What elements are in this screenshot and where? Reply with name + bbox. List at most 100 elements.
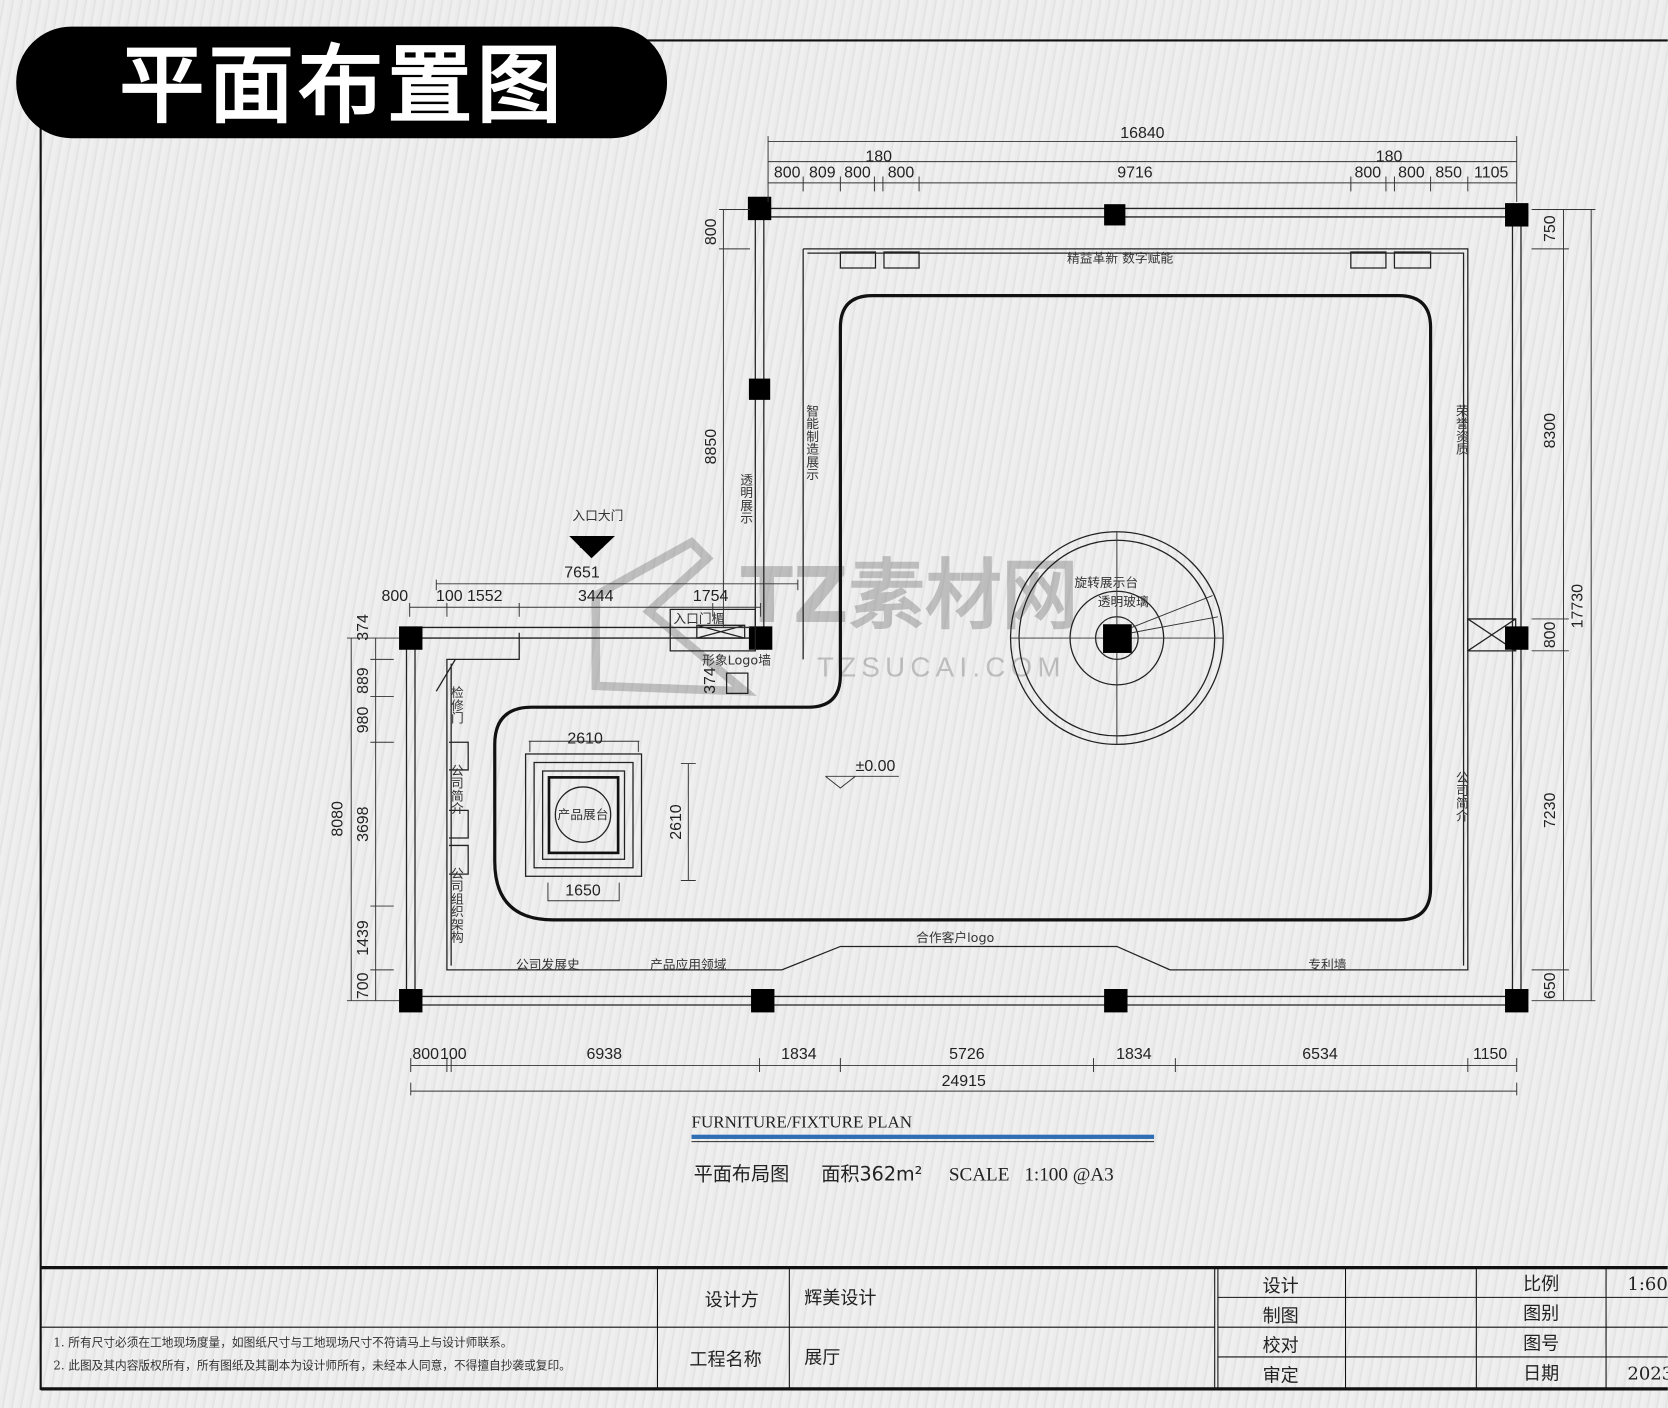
left-dim-texts: 374 889 980 3698 1439 700 8080 (330, 614, 373, 999)
left-dim-lines (346, 637, 400, 1002)
wall-label-intro: 公司简介 (448, 764, 463, 815)
watermark-url: TZSUCAI.COM (817, 651, 1066, 682)
meta-scale-value: 1:60 (1627, 1274, 1668, 1295)
role-drafting: 制图 (1263, 1306, 1299, 1327)
outer-walls (405, 207, 1522, 1006)
dim-entrance-d: 1754 (693, 588, 729, 605)
title-block: 1. 所有尺寸必须在工地现场度量，如图纸尺寸与工地现场尺寸不符请马上与设计师联系… (40, 1266, 1668, 1391)
meta-scale-label: 比例 (1523, 1274, 1559, 1295)
entrance-arrow-icon (569, 535, 615, 559)
dim-stand-width: 2610 (567, 730, 603, 747)
entrance-label: 入口大门 (572, 509, 623, 524)
dim-entrance-c: 3444 (578, 588, 614, 605)
display-walls (435, 248, 1469, 971)
dim-right: 650 (1542, 972, 1559, 999)
top-dim-texts: 800 809 800 800 9716 800 800 850 1105 (774, 165, 1509, 182)
right-dim-texts: 750 8300 800 7230 650 17730 (1542, 215, 1587, 999)
dim-top: 9716 (1117, 165, 1153, 182)
dim-top-small-a: 180 (865, 149, 892, 166)
wall-label-products: 产品应用领域 (650, 957, 727, 973)
bottom-dim-lines (410, 1058, 1518, 1096)
plan-caption-en: FURNITURE/FIXTURE PLAN (691, 1112, 912, 1131)
dim-left: 889 (355, 667, 372, 694)
dim-bottom: 1150 (1473, 1046, 1507, 1063)
watermark: TZ素材网 TZSUCAI.COM (591, 537, 1078, 696)
meta-category-label: 图别 (1523, 1304, 1559, 1325)
dim-top: 850 (1435, 165, 1462, 182)
door-label: 入口门楣 (673, 612, 724, 627)
rotary-stand (1009, 531, 1224, 746)
wall-label-top: 精益革新 数字赋能 (1067, 251, 1173, 267)
wall-label-org: 公司组织架构 (448, 867, 463, 944)
dim-top-small-b: 180 (1376, 149, 1403, 166)
dim-top: 809 (809, 165, 836, 182)
dim-bottom: 800 (412, 1046, 439, 1063)
dim-left: 700 (355, 972, 372, 999)
caption-underline (691, 1141, 1155, 1143)
role-checking: 校对 (1263, 1336, 1299, 1357)
wall-label-history: 公司发展史 (516, 957, 580, 973)
dim-top-overall: 16840 (1120, 125, 1164, 142)
dim-top: 800 (1398, 165, 1425, 182)
dim-bottom: 100 (440, 1046, 467, 1063)
project-value: 展厅 (804, 1347, 840, 1368)
dim-bottom: 1834 (781, 1046, 817, 1063)
logo-wall-label: 形象Logo墙 (702, 654, 771, 669)
dim-right: 8300 (1542, 413, 1559, 449)
meta-date-value: 2023 (1627, 1363, 1668, 1384)
dim-right: 800 (1542, 621, 1559, 648)
dim-left-upper-a: 800 (703, 218, 720, 245)
watermark-brand: TZ素材网 (741, 552, 1078, 641)
left-upper-dim-lines (719, 209, 750, 628)
rotary-stand-label: 旋转展示台 (1074, 576, 1138, 591)
title-badge (16, 26, 668, 139)
designer-label: 设计方 (705, 1290, 759, 1311)
dim-right: 7230 (1542, 792, 1559, 828)
entrance-dim-lines (409, 579, 799, 617)
elevation-marker (825, 775, 899, 789)
bottom-dim-texts: 800 100 6938 1834 5726 1834 6534 1150 24… (412, 1046, 1507, 1090)
role-design: 设计 (1263, 1276, 1299, 1297)
dim-left-total: 8080 (330, 801, 347, 837)
dim-top: 1105 (1474, 165, 1508, 182)
product-stand-label: 产品展台 (558, 808, 609, 823)
wall-label-patents: 专利墙 (1308, 958, 1346, 973)
dim-stand-inner: 1650 (565, 882, 601, 899)
dim-top: 800 (774, 165, 801, 182)
rotary-stand-note: 透明玻璃 (1098, 595, 1149, 610)
wall-label-right-upper: 荣誉资质 (1453, 404, 1468, 456)
plan-caption-cn: 平面布局图 (694, 1162, 790, 1185)
wall-label-inner-a: 透明展示 (737, 473, 752, 525)
dim-right: 750 (1542, 215, 1559, 242)
floor-zone-outline (493, 294, 1433, 922)
dim-top: 800 (844, 165, 871, 182)
dim-left: 980 (355, 707, 372, 734)
dim-bottom: 5726 (949, 1046, 985, 1063)
structural-columns (399, 196, 1529, 1013)
dim-entrance-a: 800 (382, 588, 409, 605)
wall-label-clients: 合作客户logo (916, 930, 994, 946)
dim-entrance-total: 7651 (564, 564, 600, 581)
dim-stand-height: 2610 (668, 804, 685, 840)
note-2: 2. 此图及其内容版权所有，所有图纸及其副本为设计师所有，未经本人同意，不得擅自… (53, 1359, 570, 1373)
plan-scale: 1:100 @A3 (1024, 1164, 1113, 1185)
dim-top: 800 (1355, 165, 1382, 182)
dim-right-total: 17730 (1570, 584, 1587, 628)
elevation-label: ±0.00 (856, 758, 896, 775)
plan-scale-label: SCALE (949, 1164, 1010, 1185)
sheet-frame (39, 39, 1668, 1390)
dim-bottom: 6938 (587, 1046, 623, 1063)
dim-bottom: 1834 (1116, 1046, 1152, 1063)
dim-entrance-depth: 374 (702, 667, 719, 694)
dim-top: 800 (888, 165, 915, 182)
dim-left: 374 (355, 614, 372, 641)
caption-accent-line (691, 1134, 1155, 1139)
right-dim-lines (1531, 209, 1596, 1002)
dim-left-upper-b: 8850 (703, 429, 720, 465)
product-stand (524, 740, 696, 902)
dim-bottom-total: 24915 (942, 1073, 986, 1090)
meta-number-label: 图号 (1523, 1334, 1559, 1355)
plan-area: 面积362m² (821, 1162, 922, 1185)
